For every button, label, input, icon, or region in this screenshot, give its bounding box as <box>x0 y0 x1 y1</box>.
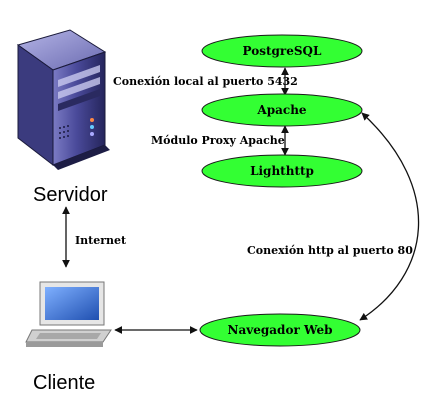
server-tower-icon <box>16 29 110 170</box>
server-label: Servidor <box>33 184 108 206</box>
postgresql-node-label: PostgreSQL <box>243 44 322 58</box>
browser-node-label: Navegador Web <box>228 323 333 337</box>
lighthttp-node: Lighthttp <box>201 154 363 188</box>
postgresql-node: PostgreSQL <box>201 34 363 68</box>
apache-node-label: Apache <box>256 103 307 117</box>
laptop-icon <box>25 281 112 347</box>
client-label: Cliente <box>33 372 95 394</box>
proxy-module-label: Módulo Proxy Apache <box>151 134 285 147</box>
http-connection-link <box>359 112 420 321</box>
http-connection-label: Conexión http al puerto 80 <box>247 244 413 257</box>
internet-label: Internet <box>75 234 127 247</box>
browser-node: Navegador Web <box>199 313 361 347</box>
apache-node: Apache <box>201 93 363 127</box>
lighthttp-node-label: Lighthttp <box>250 164 314 178</box>
local-connection-label: Conexión local al puerto 5432 <box>113 75 298 88</box>
